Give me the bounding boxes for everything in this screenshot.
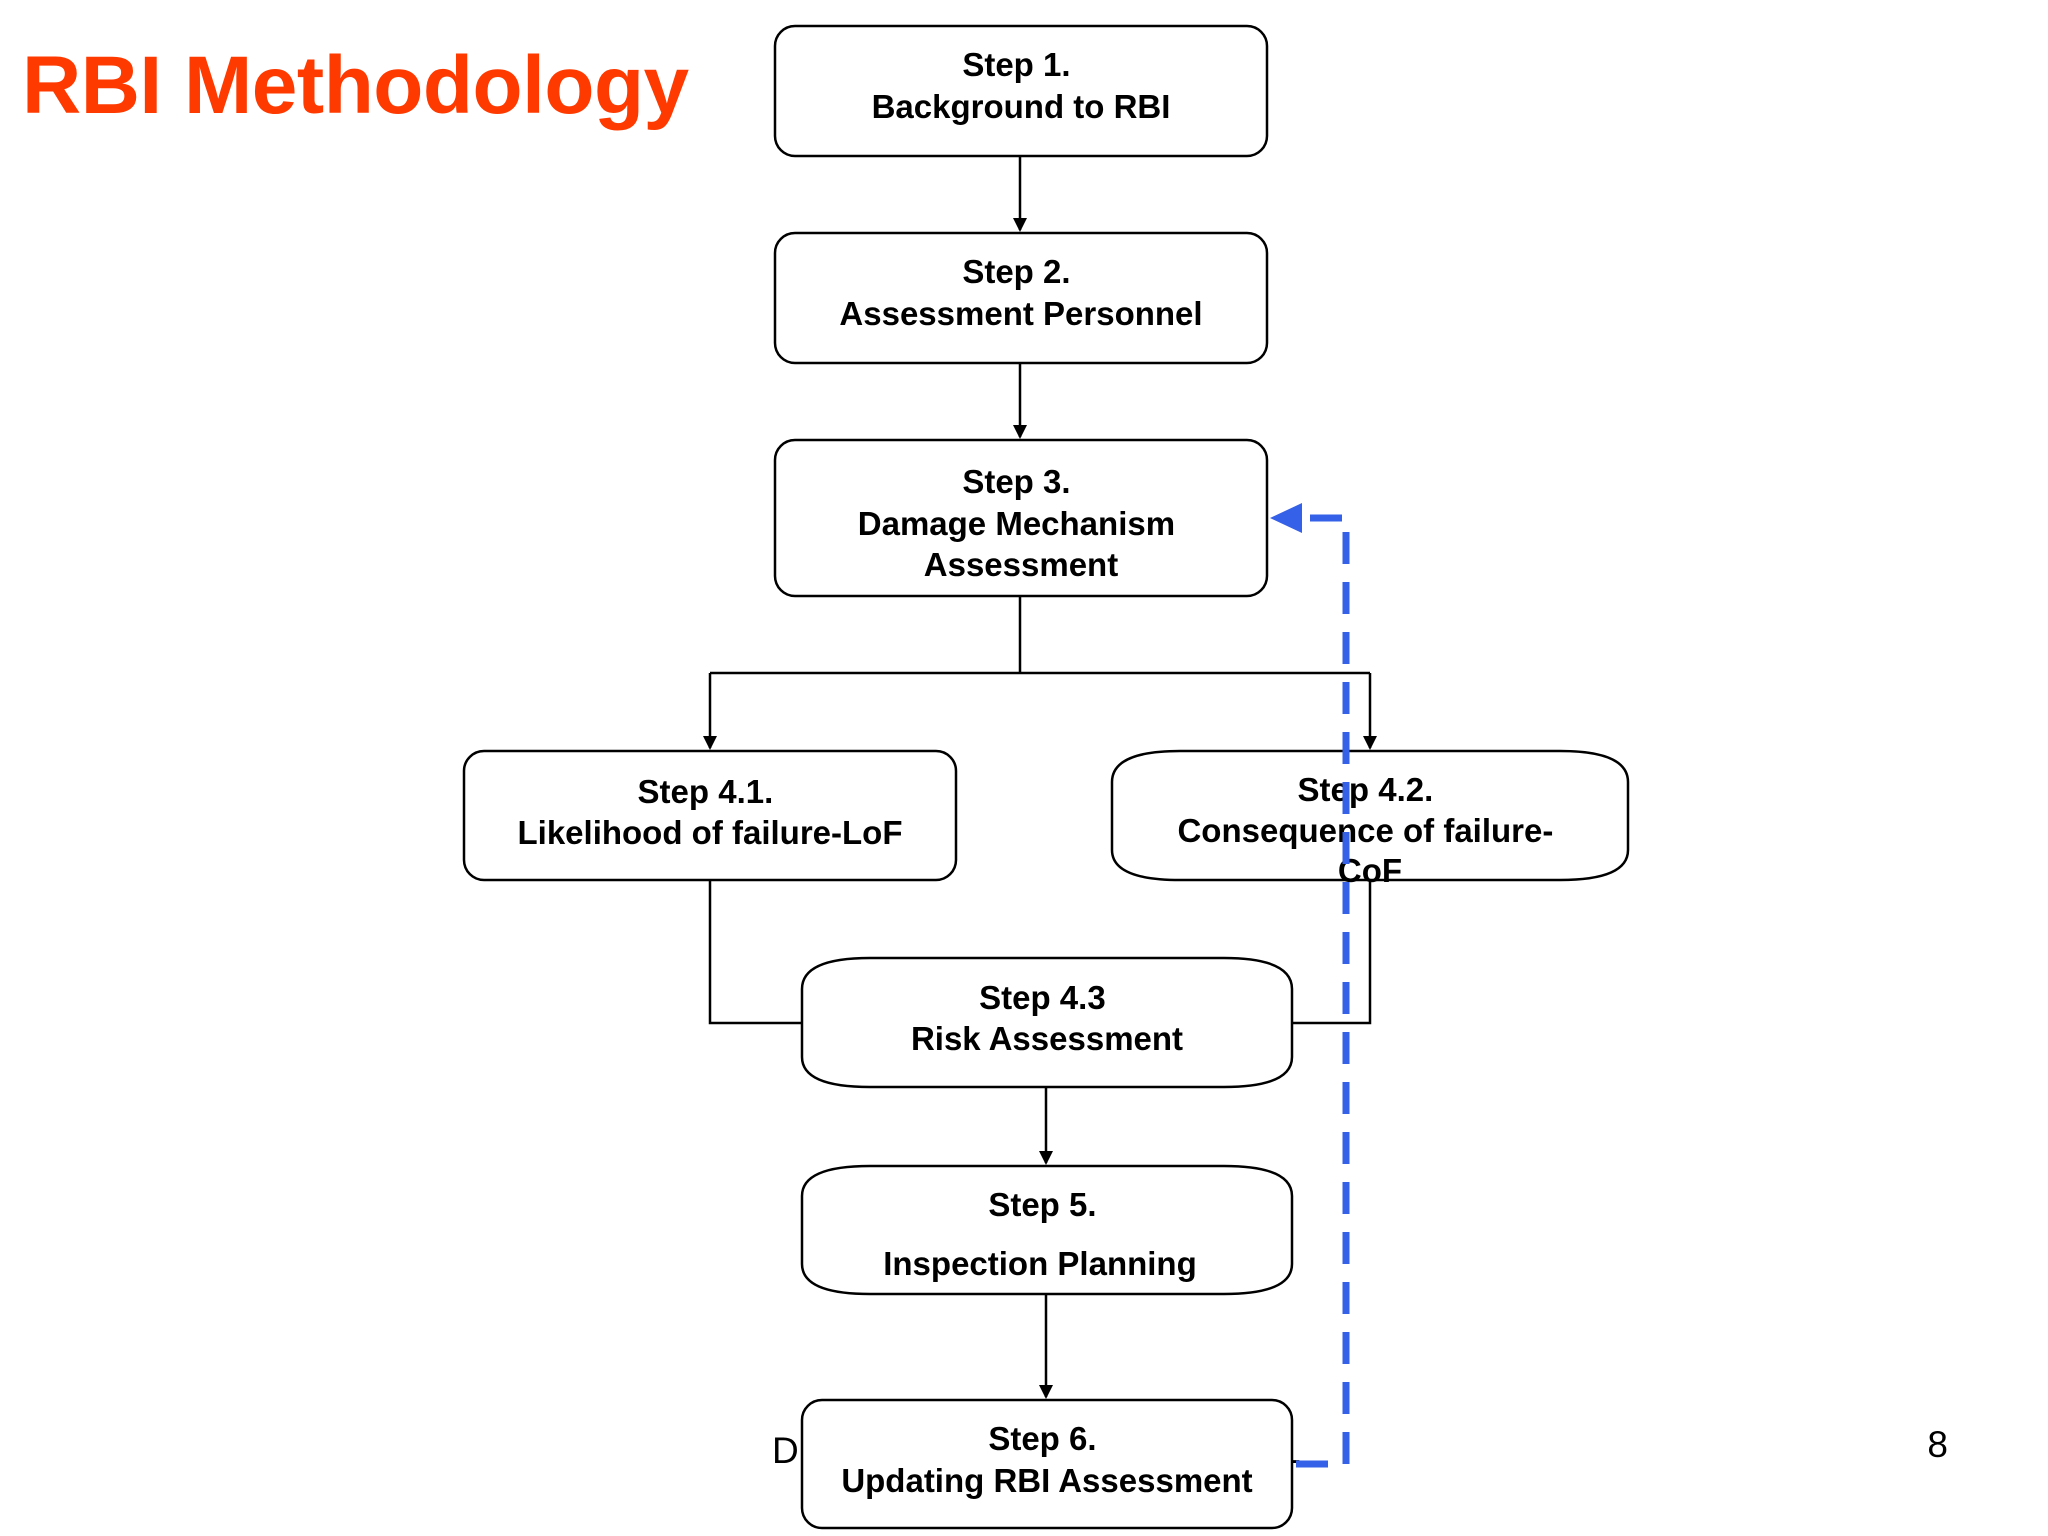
step3-line2: Damage Mechanism	[858, 505, 1175, 542]
step2-label: Step 2. Assessment Personnel	[839, 253, 1202, 332]
step1-line1: Step 1.	[962, 46, 1070, 83]
step43-label: Step 4.3 Risk Assessment	[911, 979, 1183, 1057]
slide-title: RBI Methodology	[22, 40, 689, 131]
step43-line2: Risk Assessment	[911, 1020, 1183, 1057]
feedback-dashed-line	[1296, 514, 1350, 1468]
step1-label: Step 1. Background to RBI	[872, 46, 1171, 125]
step-labels: Step 1. Background to RBI Step 2. Assess…	[518, 46, 1562, 1499]
step42-line2: Consequence of failure-	[1177, 812, 1553, 849]
footer-text-left-fragment: D	[772, 1430, 799, 1471]
step6-box	[800, 1398, 1294, 1530]
page-number: 8	[1927, 1424, 1948, 1465]
step42-line1: Step 4.2.	[1298, 771, 1434, 808]
step5-line1: Step 5.	[988, 1186, 1096, 1223]
step6-line2: Updating RBI Assessment	[841, 1462, 1252, 1499]
connectors	[703, 156, 1377, 1399]
step5-label: Step 5. Inspection Planning	[883, 1186, 1197, 1282]
step1-line2: Background to RBI	[872, 88, 1171, 125]
step42-label: Step 4.2. Consequence of failure- CoF	[1177, 771, 1562, 889]
step3-line3: Assessment	[924, 546, 1118, 583]
step5-line2: Inspection Planning	[883, 1245, 1197, 1282]
step2-box	[773, 231, 1269, 365]
feedback-arrowhead	[1270, 503, 1302, 533]
step3-box	[773, 438, 1269, 598]
feedback-loop	[1270, 503, 1350, 1468]
step43-line1: Step 4.3	[979, 979, 1106, 1016]
step3-line1: Step 3.	[962, 463, 1070, 500]
connector-step41-step43	[708, 880, 802, 1025]
step2-line2: Assessment Personnel	[839, 295, 1202, 332]
step41-box	[462, 749, 958, 882]
step42-box	[1110, 749, 1630, 882]
step3-label: Step 3. Damage Mechanism Assessment	[858, 463, 1184, 583]
connector-step42-step43	[1292, 880, 1372, 1025]
step41-line1: Step 4.1.	[638, 773, 774, 810]
step1-box	[773, 24, 1269, 158]
step5-box	[800, 1164, 1294, 1296]
step6-line1: Step 6.	[988, 1420, 1096, 1457]
step41-line2: Likelihood of failure-LoF	[518, 814, 903, 851]
step43-box	[800, 956, 1294, 1089]
step41-label: Step 4.1. Likelihood of failure-LoF	[518, 773, 903, 851]
step2-line1: Step 2.	[962, 253, 1070, 290]
step6-label: Step 6. Updating RBI Assessment	[841, 1420, 1252, 1499]
step-boxes	[462, 24, 1630, 1530]
